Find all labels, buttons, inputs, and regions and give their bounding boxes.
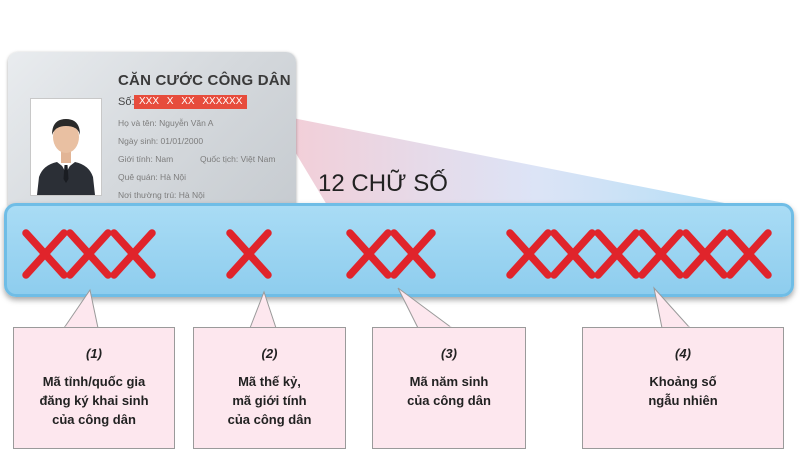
- callout-3-line-2: của công dân: [407, 393, 491, 408]
- x-mark-icon: [550, 229, 596, 279]
- person-icon: [37, 119, 95, 195]
- callout-pointer-2: [249, 290, 277, 329]
- x-mark-icon: [390, 229, 436, 279]
- x-mark-icon: [346, 229, 392, 279]
- callout-text-4: Khoảng số ngẫu nhiên: [587, 372, 779, 410]
- card-field-name: Họ và tên: Nguyễn Văn A: [118, 118, 214, 128]
- card-field-gender: Giới tính: Nam: [118, 154, 174, 164]
- callout-2-line-2: mã giới tính: [232, 393, 307, 408]
- x-marks-group-1: [22, 229, 156, 279]
- card-field-hometown: Quê quán: Hà Nội: [118, 172, 187, 182]
- callout-1-line-1: Mã tỉnh/quốc gia: [42, 374, 146, 389]
- callout-pointer-3: [397, 287, 454, 329]
- callout-number-3: (3): [441, 346, 457, 361]
- x-mark-icon: [726, 229, 772, 279]
- x-mark-icon: [22, 229, 68, 279]
- headline: 12 CHỮ SỐ: [318, 170, 448, 197]
- x-marks-group-2: [226, 229, 272, 279]
- callout-box-1: (1) Mã tỉnh/quốc gia đăng ký khai sinh c…: [13, 327, 175, 449]
- callout-text-3: Mã năm sinh của công dân: [377, 372, 521, 410]
- callout-2-line-3: của công dân: [227, 412, 312, 427]
- callout-pointer-4: [653, 286, 692, 329]
- digit-group-province: [22, 228, 156, 280]
- callout-2-line-1: Mã thế kỷ,: [238, 374, 301, 389]
- x-mark-icon: [110, 229, 156, 279]
- card-number-value: XXX X XX XXXXXX: [134, 95, 248, 109]
- callout-4-line-2: ngẫu nhiên: [648, 393, 718, 408]
- card-title: CĂN CƯỚC CÔNG DÂN: [118, 72, 291, 89]
- callout-box-3: (3) Mã năm sinh của công dân: [372, 327, 526, 449]
- card-field-dob: Ngày sinh: 01/01/2000: [118, 136, 204, 146]
- callout-number-2: (2): [261, 346, 278, 361]
- callout-1-line-3: của công dân: [52, 412, 136, 427]
- x-marks-group-4: [506, 229, 772, 279]
- callout-number-1: (1): [86, 346, 102, 361]
- callout-3-line-1: Mã năm sinh: [409, 374, 489, 389]
- card-field-nationality: Quốc tịch: Việt Nam: [200, 154, 276, 164]
- callout-number-4: (4): [675, 346, 691, 361]
- card-number-label: Số:: [118, 96, 135, 108]
- digit-group-birth-year: [346, 228, 436, 280]
- x-mark-icon: [594, 229, 640, 279]
- x-mark-icon: [638, 229, 684, 279]
- callout-box-4: (4) Khoảng số ngẫu nhiên: [582, 327, 784, 449]
- card-field-residence: Nơi thường trú: Hà Nội: [118, 190, 205, 200]
- digit-group-century-gender: [226, 228, 272, 280]
- callout-text-2: Mã thế kỷ, mã giới tính của công dân: [198, 372, 341, 429]
- x-mark-icon: [226, 229, 272, 279]
- x-mark-icon: [66, 229, 112, 279]
- digit-group-random: [506, 228, 772, 280]
- callout-box-2: (2) Mã thế kỷ, mã giới tính của công dân: [193, 327, 346, 449]
- x-mark-icon: [682, 229, 728, 279]
- callout-pointer-1: [63, 288, 99, 329]
- callout-4-line-1: Khoảng số: [649, 374, 717, 389]
- x-mark-icon: [506, 229, 552, 279]
- callout-text-1: Mã tỉnh/quốc gia đăng ký khai sinh của c…: [18, 372, 170, 429]
- x-marks-group-3: [346, 229, 436, 279]
- id-card: CĂN CƯỚC CÔNG DÂN Số: XXX X XX XXXXXX Họ…: [8, 52, 296, 212]
- callout-1-line-2: đăng ký khai sinh: [39, 393, 149, 408]
- portrait-photo: [30, 98, 102, 196]
